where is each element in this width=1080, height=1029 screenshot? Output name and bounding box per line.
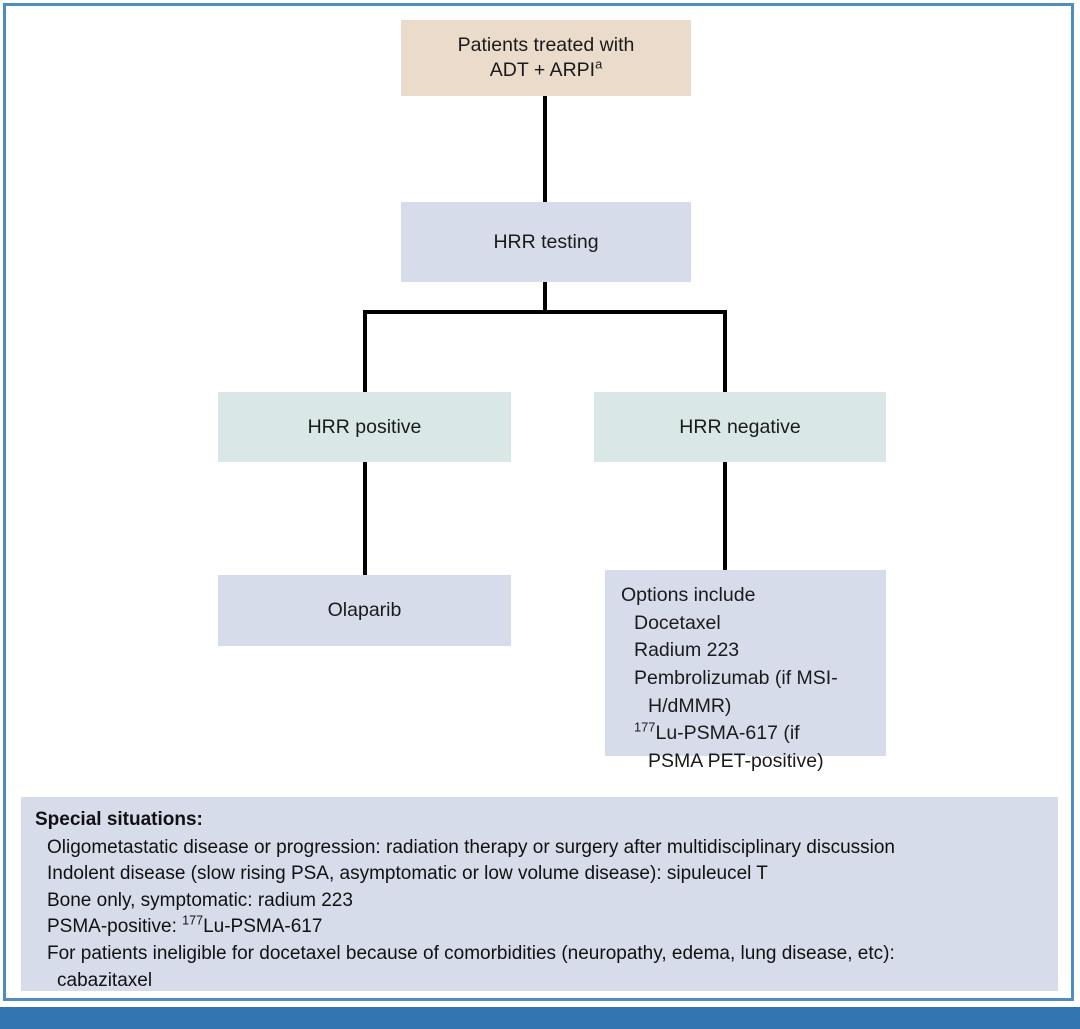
option-item-docetaxel: Docetaxel	[634, 611, 721, 634]
node-olaparib-label: Olaparib	[327, 599, 402, 622]
special-situation-oligometastatic: Oligometastatic disease or progression: …	[47, 836, 895, 858]
special-situations-title: Special situations:	[35, 809, 203, 830]
connector-split-to-hrr-positive	[363, 310, 367, 392]
node-root-line2: ADT + ARPI	[489, 59, 596, 81]
footnote-marker-a: a	[595, 56, 603, 72]
option-item-lu-psma-617: 177Lu-PSMA-617 (if	[634, 719, 800, 745]
figure-border	[3, 3, 1074, 1001]
node-hrr-negative: HRR negative	[594, 392, 886, 462]
connector-root-to-testing	[543, 96, 547, 202]
connector-hrr-positive-to-olaparib	[363, 462, 367, 575]
options-heading: Options include	[621, 584, 756, 606]
connector-split-horizontal	[363, 310, 727, 314]
special-situation-psma-positive: PSMA-positive: 177Lu-PSMA-617	[47, 914, 323, 938]
option-item-pembrolizumab-cont: H/dMMR)	[648, 694, 732, 717]
node-hrr-testing: HRR testing	[401, 202, 691, 282]
option-item-lu-psma-617-cont: PSMA PET-positive)	[648, 750, 824, 773]
node-hrr-testing-label: HRR testing	[493, 230, 599, 253]
special-situation-bone-only: Bone only, symptomatic: radium 223	[47, 889, 353, 911]
bottom-accent-bar	[0, 1007, 1080, 1029]
isotope-superscript-177-ss: 177	[182, 914, 204, 929]
connector-testing-stem	[543, 282, 547, 314]
node-options-include: Options include Docetaxel Radium 223 Pem…	[605, 570, 886, 772]
node-patients-treated-adt-arpi: Patients treated with ADT + ARPIa	[401, 20, 691, 96]
special-situation-indolent: Indolent disease (slow rising PSA, asymp…	[47, 863, 768, 885]
node-hrr-positive: HRR positive	[218, 392, 511, 462]
option-item-pembrolizumab: Pembrolizumab (if MSI-	[634, 667, 838, 690]
node-hrr-positive-label: HRR positive	[307, 415, 422, 438]
connector-hrr-negative-to-options	[723, 462, 727, 570]
option-item-radium-223: Radium 223	[634, 639, 740, 662]
node-hrr-negative-label: HRR negative	[679, 415, 801, 438]
isotope-superscript-177: 177	[634, 719, 656, 735]
special-situation-docetaxel-ineligible: For patients ineligible for docetaxel be…	[35, 941, 1044, 994]
special-situations-panel: Special situations: Oligometastatic dise…	[21, 797, 1058, 991]
connector-split-to-hrr-negative	[723, 310, 727, 392]
node-root-line1: Patients treated with	[457, 34, 635, 57]
node-olaparib: Olaparib	[218, 575, 511, 646]
special-situation-docetaxel-ineligible-cont: cabazitaxel	[57, 969, 153, 991]
